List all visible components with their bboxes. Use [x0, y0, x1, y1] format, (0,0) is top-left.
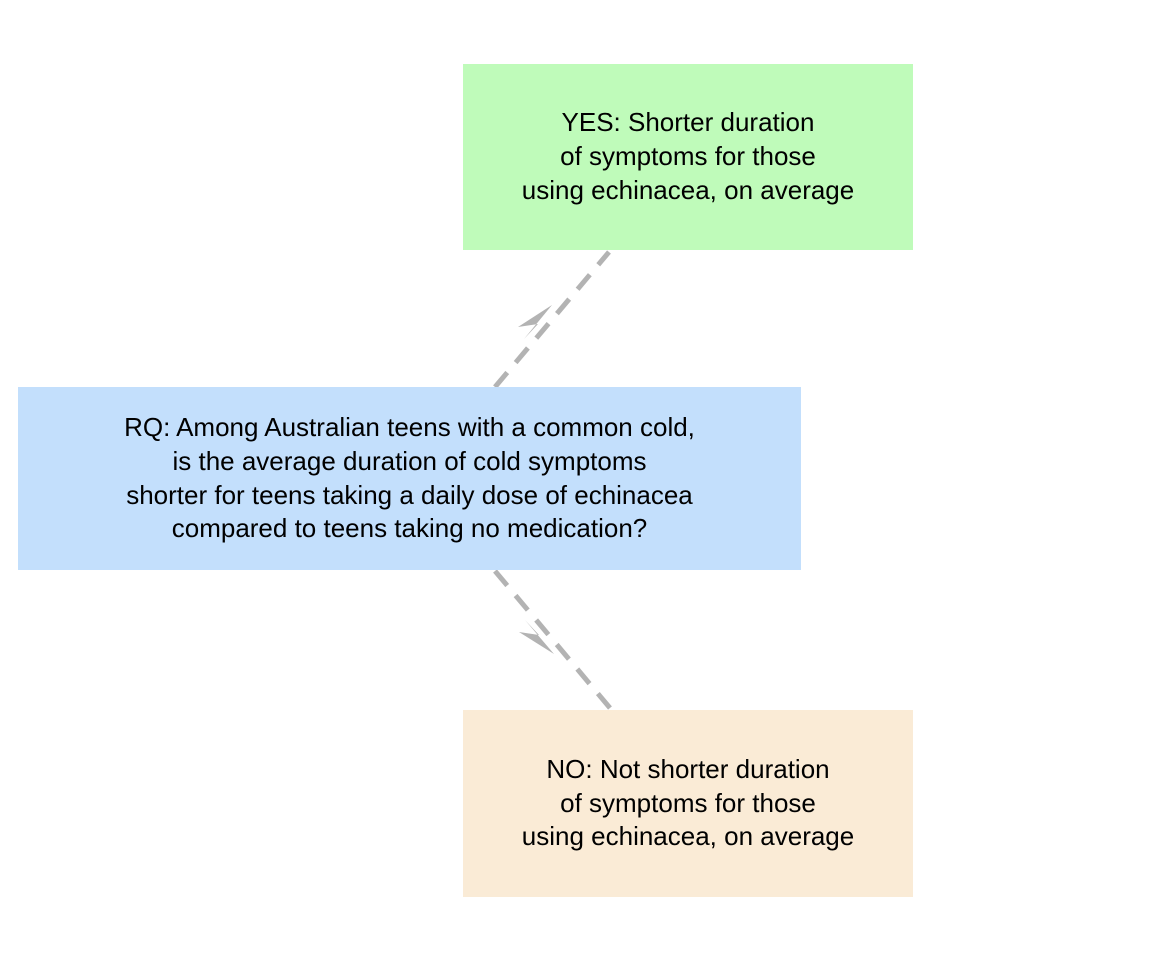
node-research-question-label: RQ: Among Australian teens with a common… [124, 411, 695, 544]
edge-rq-to-yes-arrowhead [518, 305, 552, 339]
edge-rq-to-no [493, 569, 612, 710]
edge-rq-to-no-arrowhead [519, 620, 554, 654]
node-research-question: RQ: Among Australian teens with a common… [18, 387, 801, 570]
node-outcome-yes: YES: Shorter duration of symptoms for th… [463, 64, 913, 250]
edge-rq-to-yes-line [493, 250, 611, 389]
edge-rq-to-no-line [493, 569, 612, 710]
node-outcome-yes-label: YES: Shorter duration of symptoms for th… [521, 107, 855, 205]
node-outcome-no-label: NO: Not shorter duration of symptoms for… [521, 753, 855, 852]
edge-rq-to-yes [493, 250, 611, 389]
node-outcome-no: NO: Not shorter duration of symptoms for… [463, 710, 913, 897]
